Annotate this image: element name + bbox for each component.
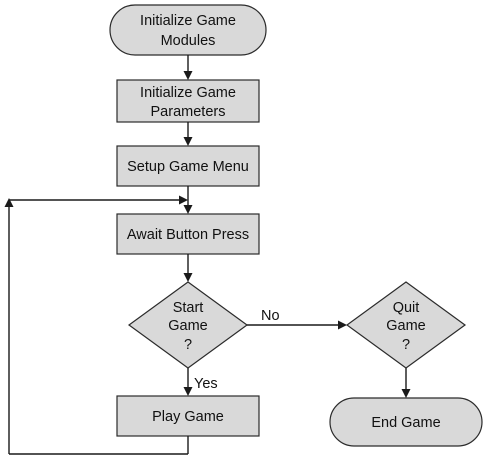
node-setup-game-menu: Setup Game Menu	[116, 145, 260, 187]
process-shape	[116, 79, 260, 123]
loop-right-arrowhead	[179, 195, 188, 205]
node-label-line1: Start	[173, 300, 204, 316]
node-label-line3: ?	[402, 337, 410, 353]
node-label-line2: Game	[386, 318, 426, 334]
arrow-modules-to-parameters	[183, 55, 193, 80]
arrow-start-yes-to-play-game: Yes	[183, 368, 218, 396]
node-label-line2: Parameters	[151, 104, 226, 120]
arrow-quit-to-end-game	[401, 368, 411, 398]
arrow-await-press-to-start-decision	[183, 254, 193, 282]
arrow-start-no-to-quit-decision: No	[247, 308, 347, 330]
node-label: Setup Game Menu	[127, 159, 249, 175]
node-label-line1: Initialize Game	[140, 85, 236, 101]
node-await-button-press: Await Button Press	[116, 213, 260, 255]
edge-label-yes: Yes	[194, 376, 218, 392]
node-initialize-game-parameters: Initialize Game Parameters	[116, 79, 260, 123]
process-shape	[116, 213, 260, 255]
node-quit-game-decision: Quit Game ?	[345, 281, 467, 369]
node-initialize-game-modules: Initialize Game Modules	[109, 4, 267, 56]
node-label-line3: ?	[184, 337, 192, 353]
node-label-line2: Modules	[161, 33, 216, 49]
loop-back-connector	[4, 195, 189, 455]
arrow-parameters-to-setup-menu	[183, 122, 193, 146]
arrow-setup-menu-to-await-press	[183, 186, 193, 214]
node-label-line1: Initialize Game	[140, 13, 236, 29]
loop-up-arrowhead	[4, 198, 14, 207]
edge-label-no: No	[261, 308, 280, 324]
node-label: End Game	[371, 415, 440, 431]
node-label: Await Button Press	[127, 227, 249, 243]
node-play-game: Play Game	[116, 395, 260, 437]
node-end-game: End Game	[329, 397, 483, 447]
node-label-line2: Game	[168, 318, 208, 334]
node-label: Play Game	[152, 409, 224, 425]
node-start-game-decision: Start Game ?	[127, 281, 249, 369]
node-label-line1: Quit	[393, 300, 420, 316]
